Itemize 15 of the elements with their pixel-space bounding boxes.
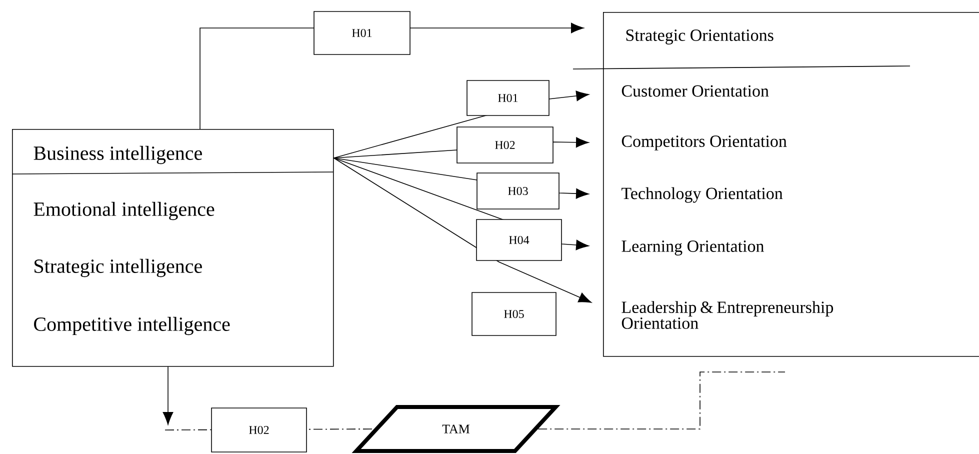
orientation-label: Competitors Orientation (622, 136, 787, 150)
edge-label: H05 (472, 292, 556, 336)
orientation-label: Learning Orientation (622, 240, 764, 256)
edge-label: H01 (466, 80, 550, 116)
edge-label: H03 (476, 172, 560, 210)
orientation-label: Leadership & Entrepreneurship Orientation (622, 301, 834, 329)
orientation-label: Technology Orientation (622, 187, 783, 203)
intelligence-box: Business intelligence Emotional intelligence Strategic intelligence Competitive intelligence (12, 129, 334, 367)
edge-label: H01 (314, 11, 410, 55)
orientation-label: Customer Orientation (622, 85, 769, 97)
edge-label: H02 (456, 126, 554, 164)
arrow (333, 158, 592, 303)
arrow (162, 366, 174, 425)
edge-label: H04 (476, 219, 562, 261)
edge-label: H02 (211, 408, 307, 452)
